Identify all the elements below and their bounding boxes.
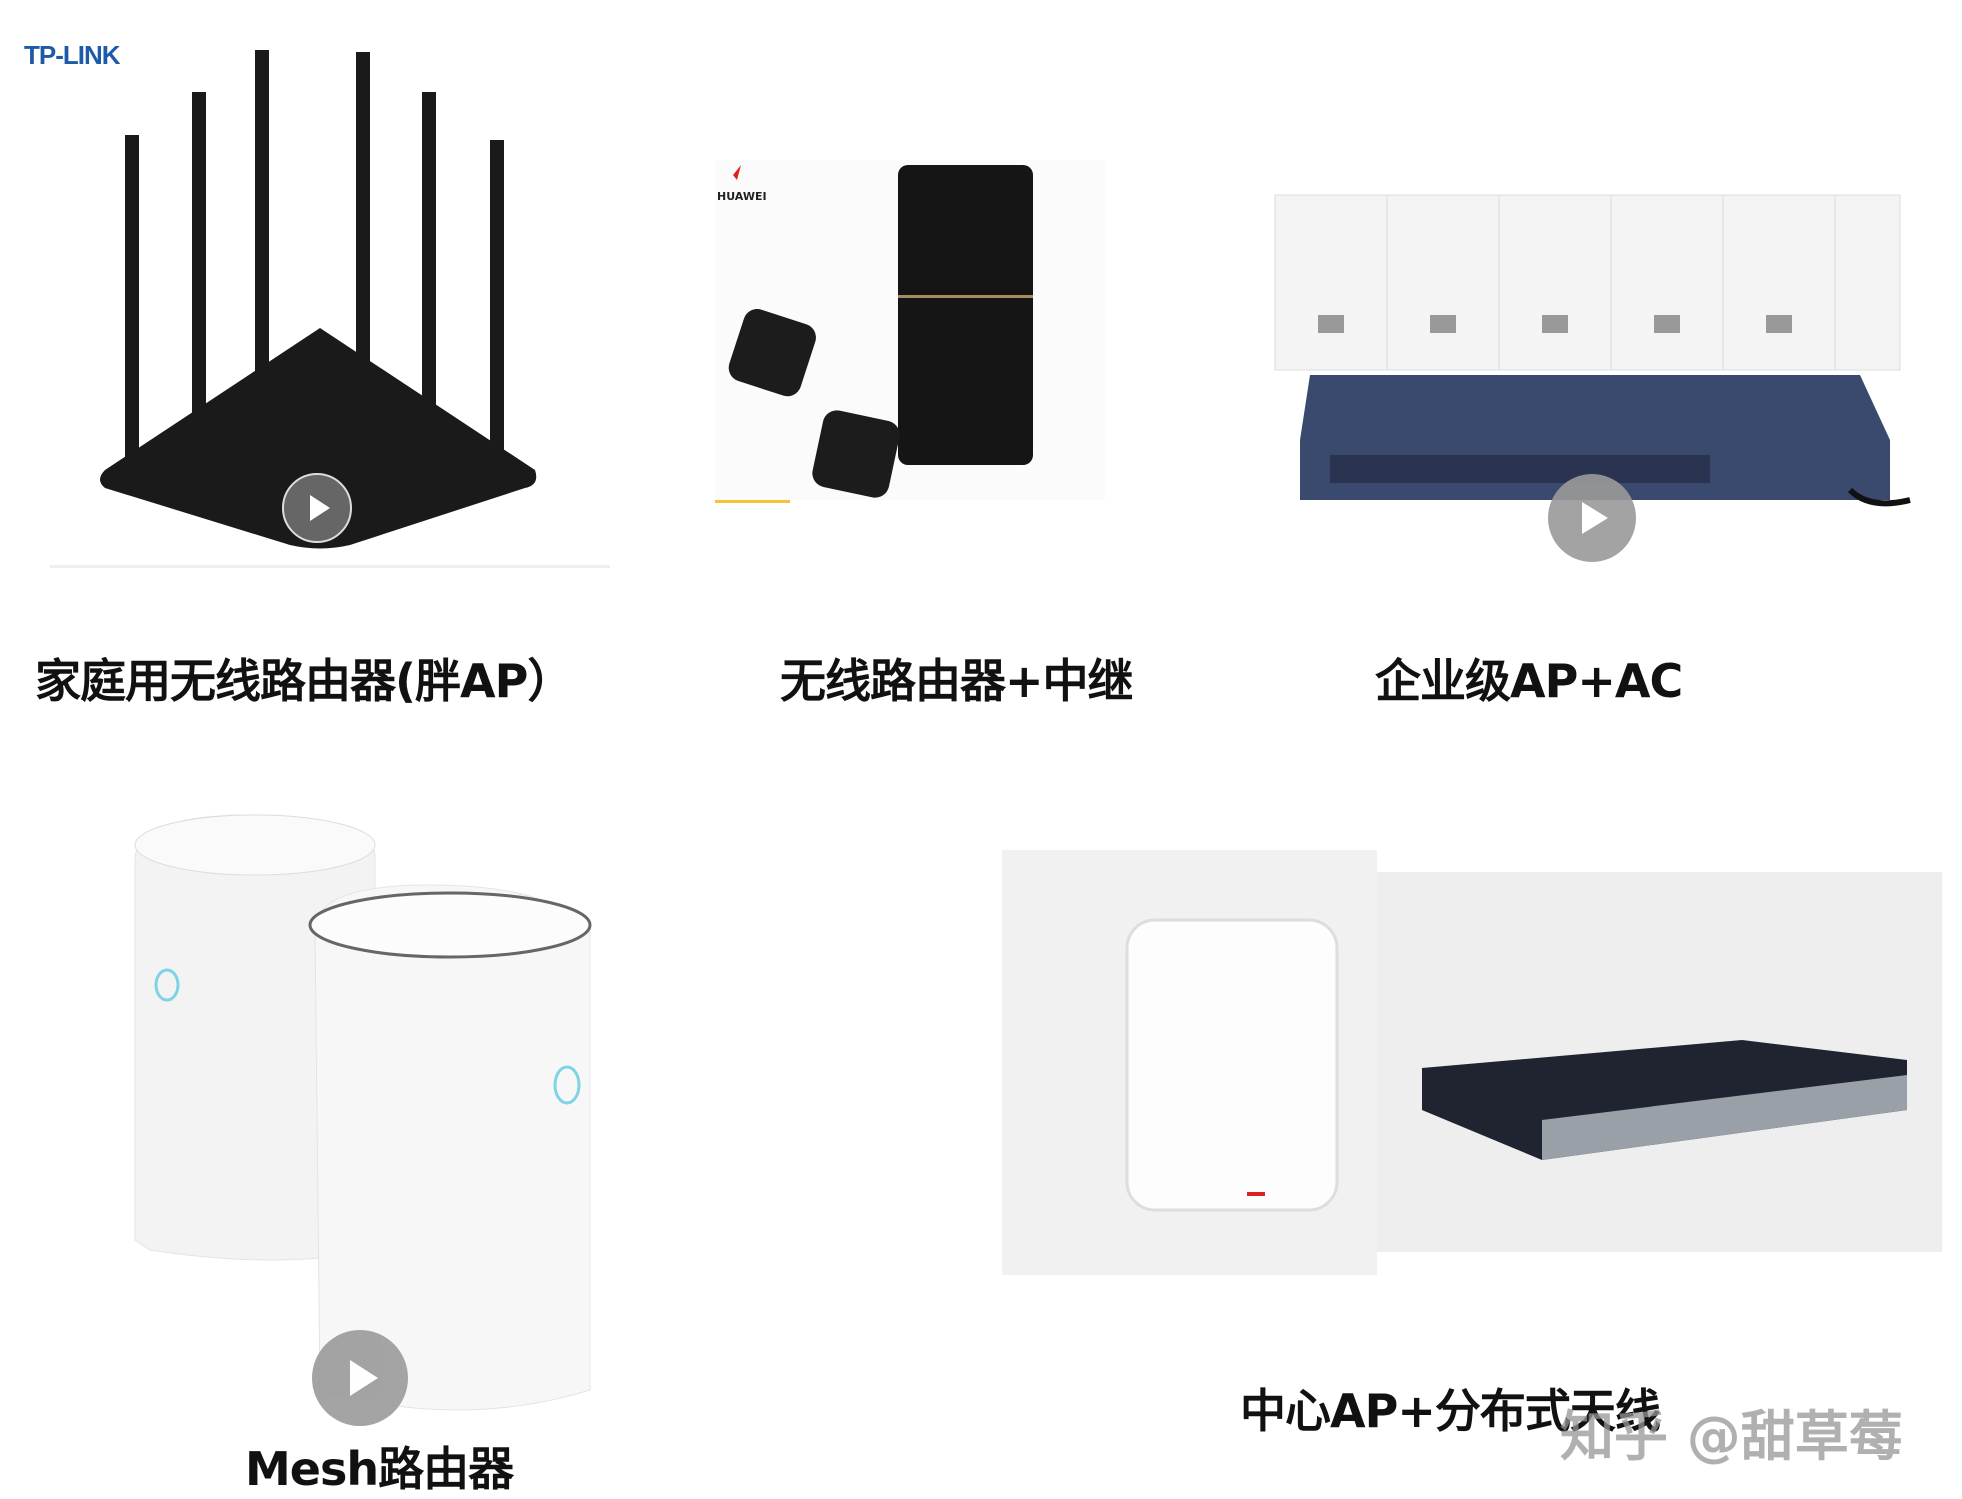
router-repeater-image: HUAWEI xyxy=(715,160,1105,503)
play-icon xyxy=(1582,502,1608,534)
mesh-router-image xyxy=(134,814,592,1411)
caption-home-router: 家庭用无线路由器(胖AP） xyxy=(35,654,573,708)
play-icon xyxy=(350,1360,378,1396)
central-ap-image xyxy=(1002,850,1942,1275)
play-button[interactable] xyxy=(282,473,352,543)
caption-central-ap: 中心AP+分布式天线 xyxy=(1240,1384,1661,1438)
huawei-logo xyxy=(725,165,741,180)
tp-link-logo: TP-LINK xyxy=(24,40,121,70)
watermark: 知乎 @甜草莓 xyxy=(1560,1405,1903,1468)
play-icon xyxy=(310,495,330,521)
play-button[interactable] xyxy=(1548,474,1636,562)
caption-enterprise-ap-ac: 企业级AP+AC xyxy=(1375,654,1683,708)
svg-text:HUAWEI: HUAWEI xyxy=(717,190,767,203)
caption-mesh-router: Mesh路由器 xyxy=(245,1442,514,1496)
play-button[interactable] xyxy=(312,1330,408,1426)
caption-router-repeater: 无线路由器+中继 xyxy=(780,654,1134,708)
enterprise-ap-ac-image xyxy=(1274,194,1911,507)
home-router-image xyxy=(50,50,610,568)
